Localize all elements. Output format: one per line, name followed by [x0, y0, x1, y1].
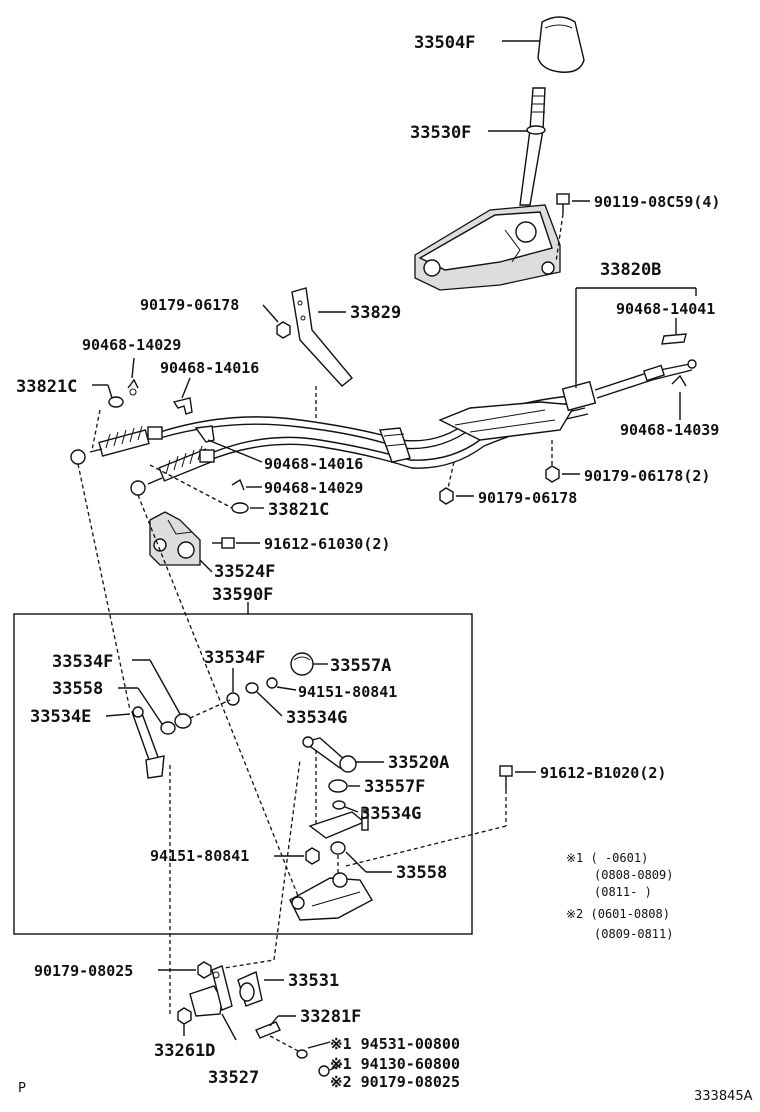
label-90179-08025-b: ※2 90179-08025 — [330, 1073, 460, 1091]
assembly-box-33590F — [13, 613, 473, 935]
bolt-90119-icon — [556, 193, 570, 214]
label-33821C-mid: 33821C — [268, 500, 329, 520]
label-94151-80841-bottom: 94151-80841 — [150, 847, 249, 865]
washer-33821C-b-icon — [231, 502, 249, 514]
lever-33520A — [302, 736, 357, 773]
washer-33821C-a-icon — [108, 396, 124, 408]
label-33534E: 33534E — [30, 707, 91, 727]
label-33557A: 33557A — [330, 656, 391, 676]
label-33558-right: 33558 — [396, 863, 447, 883]
label-94151-80841-top: 94151-80841 — [298, 683, 397, 701]
label-33558-left: 33558 — [52, 679, 103, 699]
nut-90179-08025-a-icon — [197, 961, 212, 979]
label-33821C-top: 33821C — [16, 377, 77, 397]
note-4: ※2 (0601-0808) — [566, 907, 670, 921]
label-91612-61030: 91612-61030(2) — [264, 535, 390, 553]
clip-90468-14041-icon — [661, 333, 687, 345]
bushing-33558-a-icon — [160, 721, 176, 735]
cap-33557A-icon — [290, 652, 314, 676]
label-90179-06178-2: 90179-06178(2) — [584, 467, 710, 485]
washer-33534G-a-icon — [245, 682, 259, 694]
note-2: (0808-0809) — [594, 868, 673, 882]
illustration-id: 333845A — [694, 1089, 753, 1104]
clip-90468-14016-b-icon — [194, 425, 215, 443]
label-90179-08025-a: 90179-08025 — [34, 962, 133, 980]
clip-90468-14016-a-icon — [172, 397, 193, 415]
bracket-33527 — [189, 965, 233, 1017]
label-33261D: 33261D — [154, 1041, 215, 1061]
cable-end-lower — [130, 445, 215, 496]
cable-end-upper — [70, 425, 163, 465]
note-1: ※1 ( -0601) — [566, 851, 648, 865]
label-33524F: 33524F — [214, 562, 275, 582]
shift-knob — [537, 16, 585, 73]
label-33590F: 33590F — [212, 585, 273, 605]
pin-33281F-icon — [255, 1021, 281, 1039]
clip-90468-14039-icon — [671, 374, 687, 387]
bolt-91612-61030-icon — [212, 537, 235, 549]
label-33829: 33829 — [350, 303, 401, 323]
label-33520A: 33520A — [388, 753, 449, 773]
label-90468-14029-mid: 90468-14029 — [264, 479, 363, 497]
label-90468-14041: 90468-14041 — [616, 300, 715, 318]
shift-cable-assembly — [159, 359, 697, 469]
note-5: (0809-0811) — [594, 927, 673, 941]
nut-90179-b-icon — [545, 465, 560, 483]
label-33504F: 33504F — [414, 33, 475, 53]
pin-90468-14029-a-icon — [127, 378, 139, 396]
washer-33534G-b-icon — [332, 800, 346, 810]
nut-94151-a-icon — [266, 677, 278, 689]
label-91612-B1020: 91612-B1020(2) — [540, 764, 666, 782]
label-33557F: 33557F — [364, 777, 425, 797]
bushing-33531-icon — [237, 971, 263, 1007]
label-33534G-top: 33534G — [286, 708, 347, 728]
label-90468-14029-top: 90468-14029 — [82, 336, 181, 354]
corner-left-mark: P — [18, 1081, 26, 1096]
label-33527: 33527 — [208, 1068, 259, 1088]
shift-lever — [519, 87, 546, 206]
label-90468-14016-top: 90468-14016 — [160, 359, 259, 377]
bracket-lower-plate — [308, 809, 369, 839]
shift-lever-housing — [414, 204, 561, 291]
washer-94531-icon — [296, 1049, 308, 1059]
nut-94151-b-icon — [305, 847, 320, 865]
label-33820B: 33820B — [600, 260, 661, 280]
bushing-33558-b-icon — [330, 841, 346, 855]
label-90468-14016-mid: 90468-14016 — [264, 455, 363, 473]
cap-33557F-icon — [328, 779, 348, 793]
label-90468-14039: 90468-14039 — [620, 421, 719, 439]
label-90179-06178-mid: 90179-06178 — [478, 489, 577, 507]
label-90119: 90119-08C59(4) — [594, 193, 720, 211]
pin-90468-14029-b-icon — [231, 478, 245, 491]
nut-94130-icon — [318, 1065, 330, 1077]
label-33281F: 33281F — [300, 1007, 361, 1027]
bushing-33534F-b-icon — [226, 692, 240, 706]
label-33534F-mid: 33534F — [204, 648, 265, 668]
base-lever-assembly — [289, 872, 373, 921]
nut-90179-a-icon — [276, 321, 291, 339]
label-94531-00800: ※1 94531-00800 — [330, 1035, 460, 1053]
lever-33534E — [131, 706, 165, 779]
bushing-33534F-a-icon — [174, 713, 192, 729]
label-33534F-left: 33534F — [52, 652, 113, 672]
bracket-33524F — [149, 511, 201, 566]
label-33530F: 33530F — [410, 123, 471, 143]
label-33531: 33531 — [288, 971, 339, 991]
note-3: (0811- ) — [594, 885, 652, 899]
bolt-91612-B1020-icon — [499, 765, 513, 790]
bracket-33829 — [291, 287, 353, 387]
label-90179-06178-top: 90179-06178 — [140, 296, 239, 314]
nut-33261D-icon — [177, 1007, 192, 1025]
nut-90179-c-icon — [439, 487, 454, 505]
label-33534G-bottom: 33534G — [360, 804, 421, 824]
label-94130-60800: ※1 94130-60800 — [330, 1055, 460, 1073]
